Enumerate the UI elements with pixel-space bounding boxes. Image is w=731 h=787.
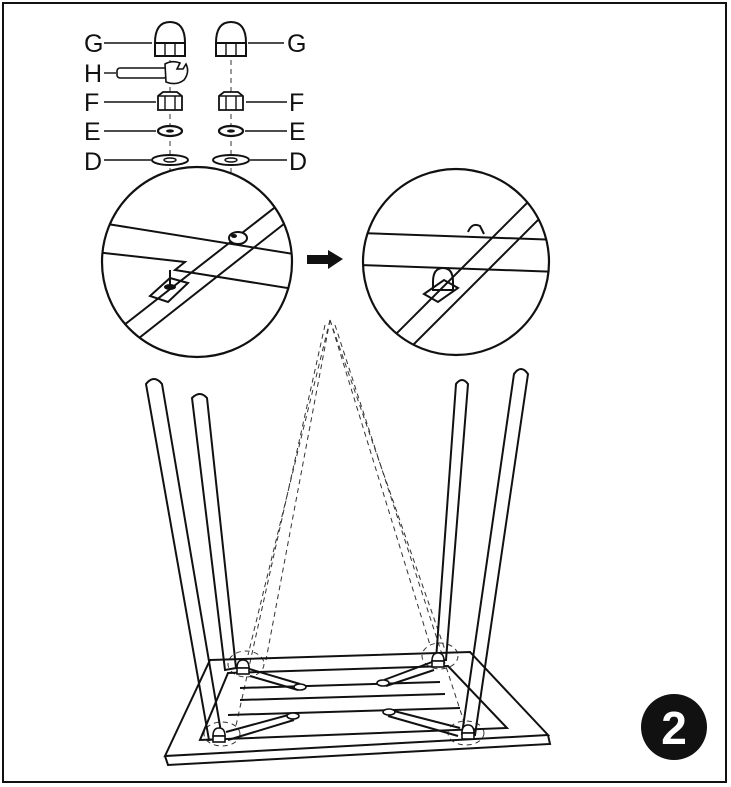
cap-nut-icon (236, 659, 250, 675)
flat-washer-icon (212, 154, 250, 166)
corner-brace (383, 661, 433, 681)
detail-before-circle (100, 165, 294, 359)
part-label-h-left: H (84, 60, 102, 88)
corner-brace (245, 667, 301, 685)
part-label-g-left: G (84, 30, 103, 58)
arrow-right-icon (307, 250, 343, 269)
part-label-f-right: F (289, 89, 304, 117)
part-label-d-right: D (289, 148, 307, 176)
corner-brace (389, 709, 461, 729)
table-leg-front-left (144, 378, 224, 742)
corner-brace (225, 713, 293, 733)
part-label-d-left: D (84, 148, 102, 176)
flat-washer-icon (151, 154, 189, 166)
part-label-e-right: E (289, 118, 306, 146)
cap-nut-icon (153, 20, 187, 57)
table-leg-back-right (434, 379, 470, 661)
part-label-g-right: G (287, 30, 306, 58)
part-label-e-left: E (84, 118, 101, 146)
cap-nut-icon (212, 727, 226, 743)
step-number-badge: 2 (641, 694, 707, 760)
table-leg-back-left (190, 393, 238, 672)
part-label-f-left: F (84, 89, 99, 117)
wrench-icon (116, 60, 189, 85)
cap-nut-icon (214, 20, 248, 57)
table-upside-down (144, 368, 552, 767)
cap-nut-icon (431, 652, 445, 668)
spring-washer-icon (217, 124, 245, 138)
step-number: 2 (661, 702, 687, 754)
hex-nut-icon (218, 91, 244, 111)
hex-nut-icon (157, 91, 183, 111)
spring-washer-icon (156, 124, 184, 138)
callout-cone (203, 319, 485, 747)
cap-nut-icon (461, 724, 475, 740)
detail-after-circle (361, 167, 551, 357)
table-leg-front-right (460, 368, 530, 737)
